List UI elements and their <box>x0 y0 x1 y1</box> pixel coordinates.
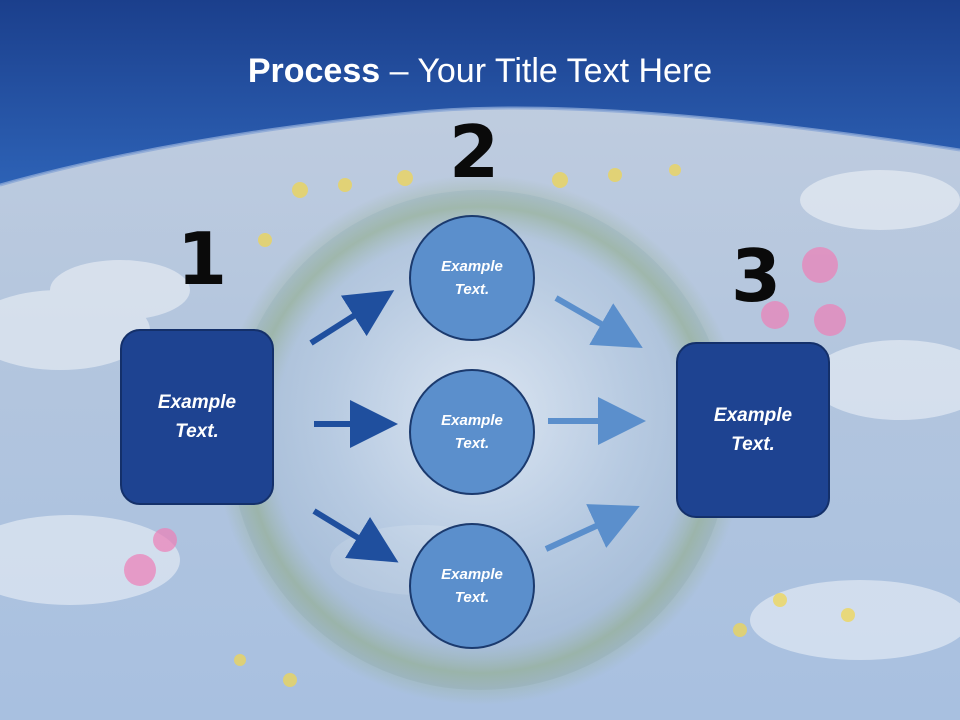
right-step-label: Example Text. <box>713 405 793 455</box>
circle-middle[interactable]: Example Text. <box>409 369 535 495</box>
circle-middle-label: Example Text. <box>441 412 503 452</box>
header-band <box>0 0 960 185</box>
arrow-left-to-bottom <box>312 508 399 563</box>
title-rest: – Your Title Text Here <box>380 52 713 90</box>
left-step-box[interactable]: Example Text. <box>120 329 274 505</box>
circle-bottom-label: Example Text. <box>441 566 503 606</box>
circle-top[interactable]: Example Text. <box>409 215 535 341</box>
step-number-2: 2 <box>449 110 500 194</box>
right-step-box[interactable]: Example Text. <box>676 342 830 518</box>
arrow-top-to-right <box>554 295 643 348</box>
circle-top-label: Example Text. <box>441 258 503 298</box>
header-edge <box>0 106 960 187</box>
left-step-label: Example Text. <box>157 392 237 442</box>
arrow-left-to-top <box>309 290 395 346</box>
circle-bottom[interactable]: Example Text. <box>409 523 535 649</box>
title-bold: Process <box>247 52 381 90</box>
step-number-1: 1 <box>177 217 228 301</box>
page-title: Process – Your Title Text Here <box>0 52 960 91</box>
step-number-3: 3 <box>731 234 782 318</box>
arrow-bottom-to-right <box>544 504 640 552</box>
flower-shapes <box>124 164 855 687</box>
